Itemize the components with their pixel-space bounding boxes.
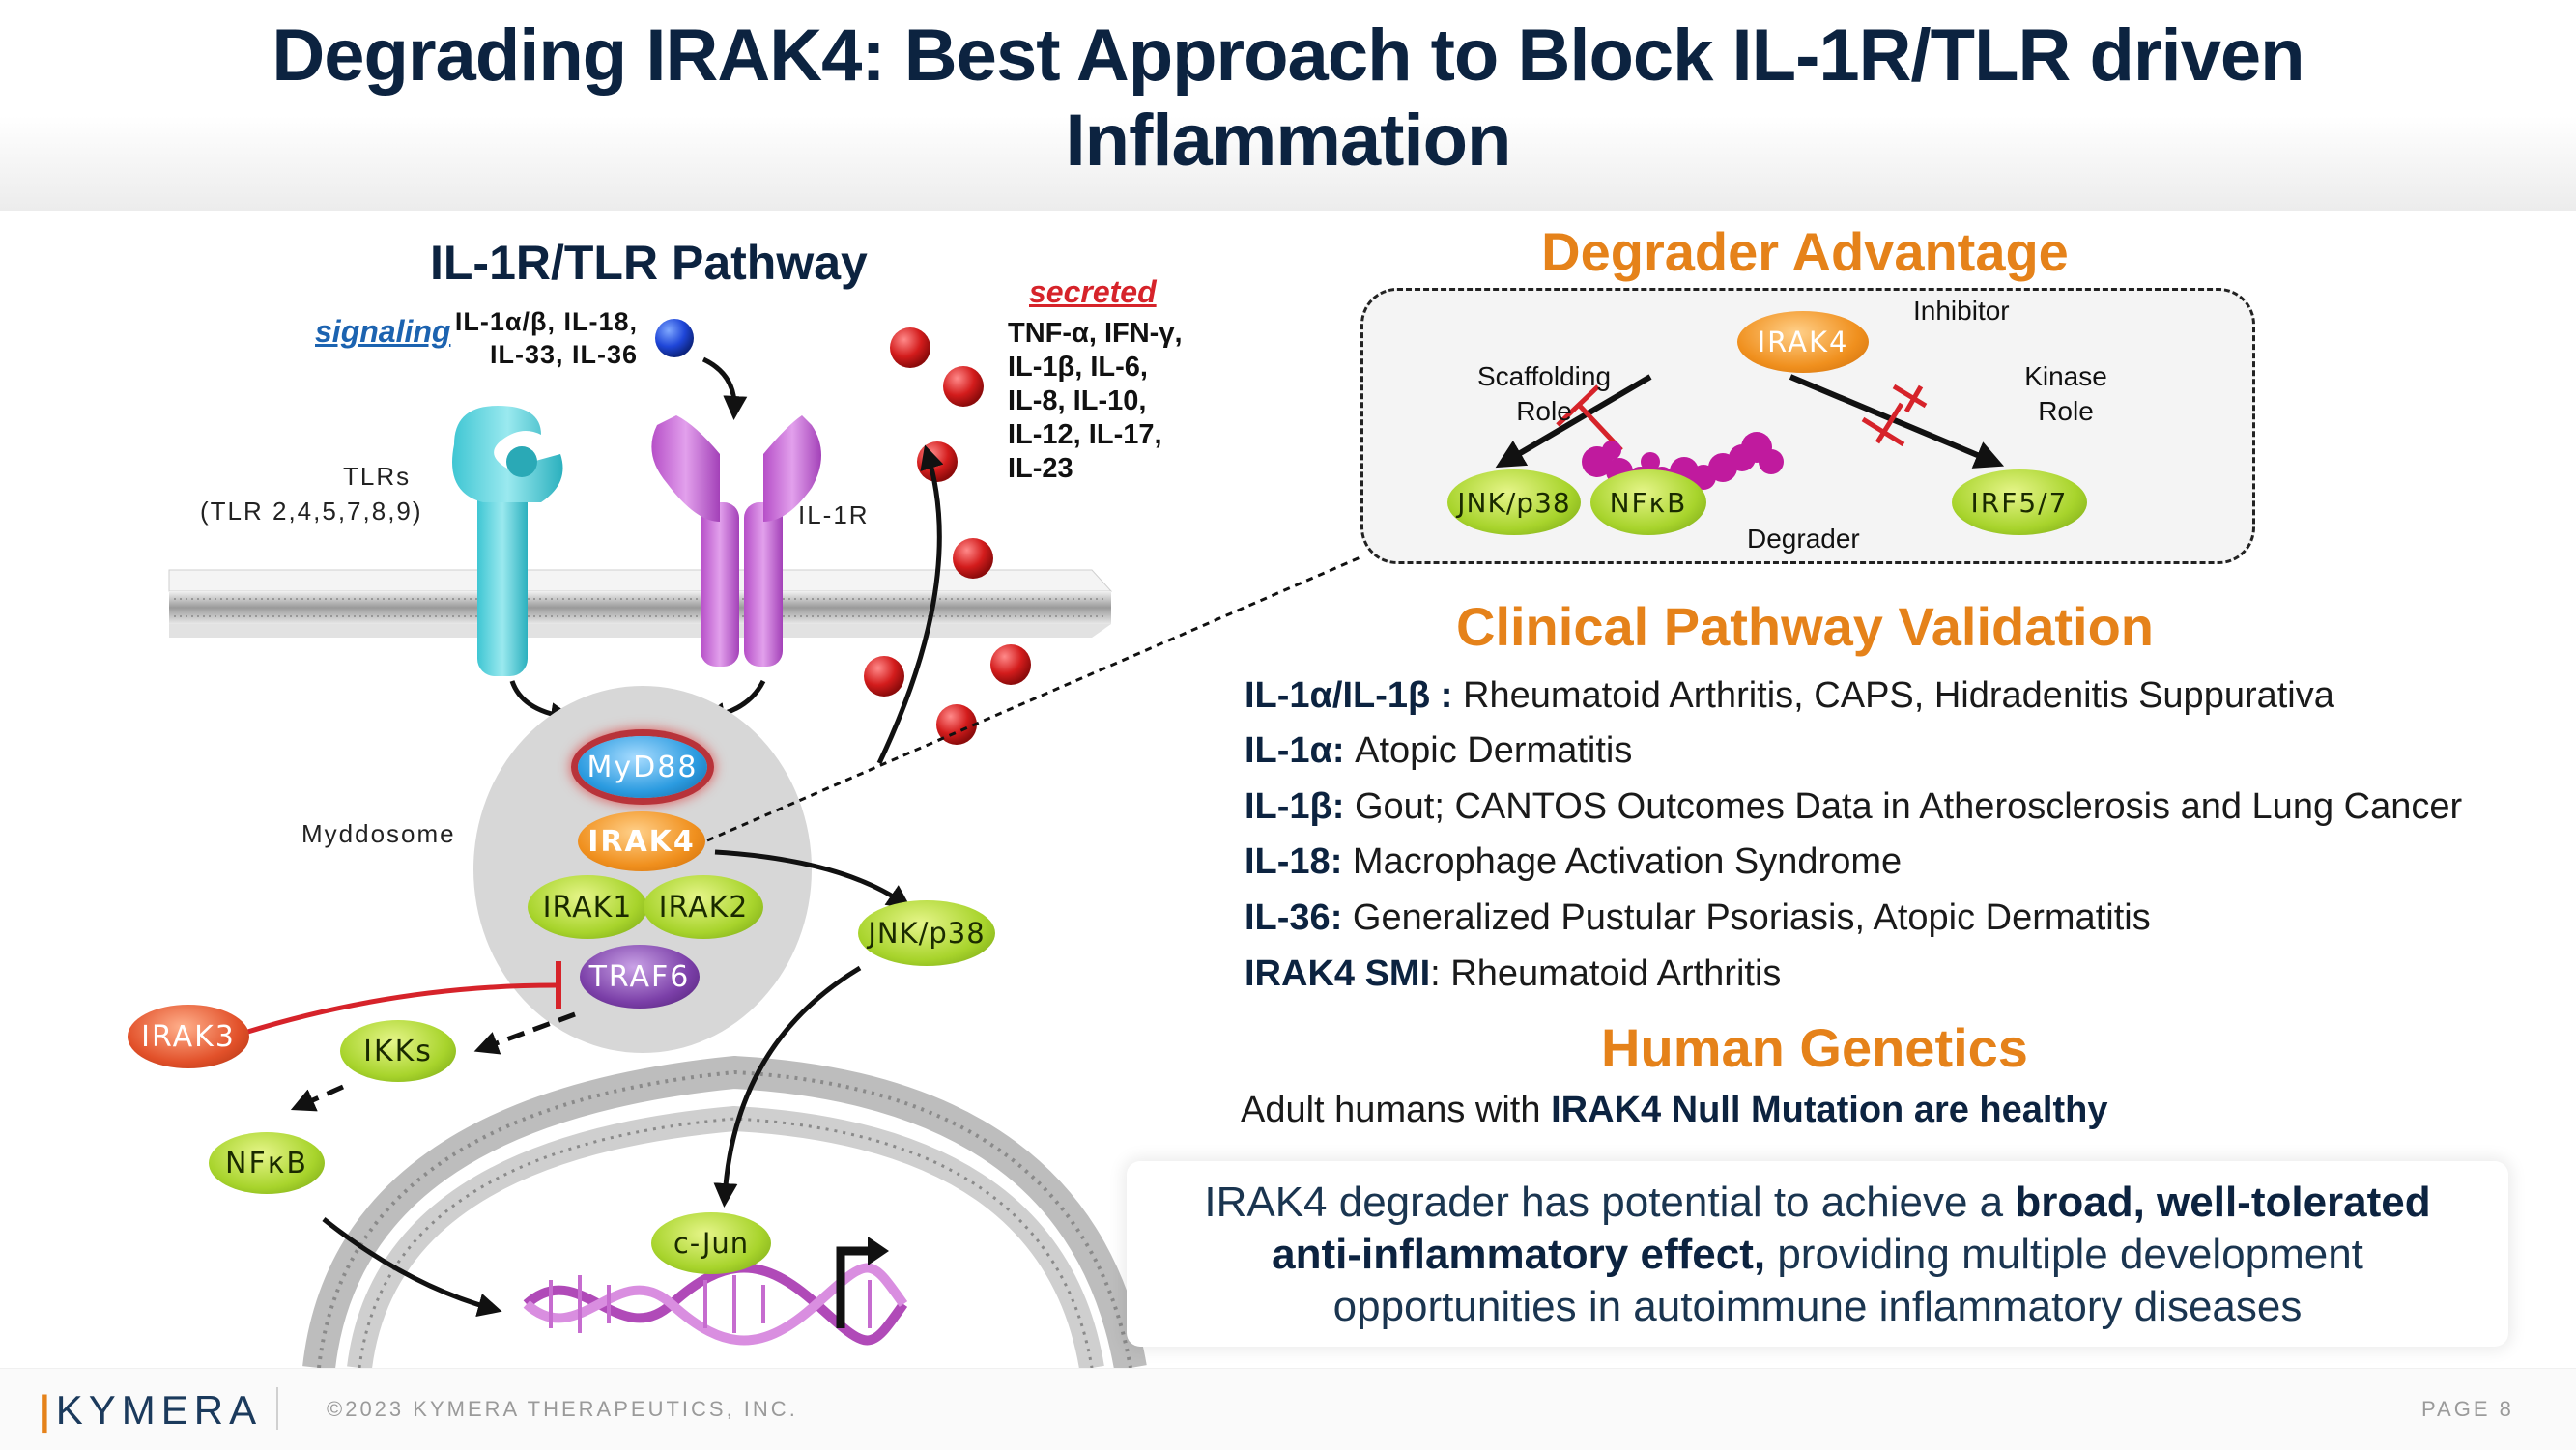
node-jnk-p38: JNK/p38 bbox=[858, 900, 995, 966]
myddosome-label: Myddosome bbox=[301, 819, 456, 848]
summary-text: providing multiple development bbox=[1765, 1231, 2363, 1278]
node-nfkb: NFκB bbox=[209, 1132, 325, 1194]
footer-divider bbox=[276, 1387, 278, 1430]
il1r-receptor bbox=[651, 415, 821, 667]
clinical-indications: : Rheumatoid Arthritis bbox=[1430, 953, 1782, 994]
footer-page-number: PAGE 8 bbox=[2421, 1397, 2514, 1421]
genetics-text: Adult humans with bbox=[1241, 1090, 1552, 1130]
node-irak1: IRAK1 bbox=[528, 875, 647, 939]
summary-box: IRAK4 degrader has potential to achieve … bbox=[1127, 1161, 2508, 1347]
pathway-heading: IL-1R/TLR Pathway bbox=[430, 236, 868, 290]
secretion-arrow bbox=[876, 444, 944, 765]
secreted-cytokine-line: IL-8, IL-10, bbox=[1008, 385, 1147, 416]
tlrs-subtypes-label: (TLR 2,4,5,7,8,9) bbox=[200, 497, 423, 526]
node-irak4: IRAK4 bbox=[578, 811, 705, 871]
cell-membrane bbox=[168, 569, 1113, 638]
page-title-line2: Inflammation bbox=[1065, 100, 1512, 182]
degrader-label: Degrader bbox=[1747, 524, 1860, 554]
secreted-cytokines bbox=[864, 327, 1031, 745]
degrader-advantage-heading: Degrader Advantage bbox=[1541, 221, 2069, 282]
transcription-arrow bbox=[836, 1246, 874, 1328]
title-band bbox=[0, 0, 2576, 211]
tlr-receptor bbox=[452, 406, 563, 676]
clinical-indications: Generalized Pustular Psoriasis, Atopic D… bbox=[1342, 897, 2151, 938]
secreted-label: secreted bbox=[1029, 274, 1157, 309]
clinical-row-il1b: IL-1β: Gout; CANTOS Outcomes Data in Ath… bbox=[1245, 785, 2462, 828]
secreted-cytokine-list: TNF-α, IFN-γ,IL-1β, IL-6,IL-8, IL-10,IL-… bbox=[1008, 317, 1183, 486]
secreted-cytokine-line: TNF-α, IFN-γ, bbox=[1008, 318, 1183, 349]
clinical-row-il1a-il1b: IL-1α/IL-1β : Rheumatoid Arthritis, CAPS… bbox=[1245, 674, 2334, 717]
page-title-line1: Degrading IRAK4: Best Approach to Block … bbox=[272, 14, 2304, 97]
summary-text: IRAK4 degrader has potential to achieve … bbox=[1204, 1179, 2016, 1226]
ligand-ball bbox=[655, 319, 694, 357]
clinical-indications: Rheumatoid Arthritis, CAPS, Hidradenitis… bbox=[1452, 675, 2334, 716]
ikks-nfkb-arrow bbox=[290, 1084, 345, 1112]
kinase-role-label-1: Kinase bbox=[2024, 361, 2107, 391]
logo-mark-icon: | bbox=[39, 1387, 56, 1433]
secreted-cytokine-line: IL-23 bbox=[1008, 453, 1073, 484]
clinical-term: IL-36: bbox=[1245, 897, 1343, 938]
summary-text: opportunities in autoimmune inflammatory… bbox=[1332, 1283, 2303, 1330]
clinical-term: IRAK4 SMI bbox=[1245, 953, 1431, 994]
clinical-indications: Atopic Dermatitis bbox=[1344, 730, 1633, 771]
scaffolding-role-label-1: Scaffolding bbox=[1476, 361, 1612, 391]
node-c-jun: c-Jun bbox=[651, 1212, 771, 1274]
signaling-ligands-line2: IL-33, IL-36 bbox=[489, 340, 638, 369]
kinase-role-label-2: Role bbox=[2038, 396, 2094, 426]
node-ikks: IKKs bbox=[340, 1020, 456, 1082]
clinical-term: IL-18: bbox=[1245, 841, 1343, 882]
human-genetics-heading: Human Genetics bbox=[1601, 1017, 2028, 1078]
clinical-row-il36: IL-36: Generalized Pustular Psoriasis, A… bbox=[1245, 896, 2151, 939]
adv-node-nfkb: NFκB bbox=[1590, 469, 1706, 535]
clinical-row-il1a: IL-1α: Atopic Dermatitis bbox=[1245, 729, 1632, 772]
node-irak3: IRAK3 bbox=[128, 1005, 249, 1068]
adv-node-irf5-7: IRF5/7 bbox=[1952, 469, 2087, 535]
ligand-arrow bbox=[701, 356, 748, 420]
jnk-cjun-arrow bbox=[713, 965, 862, 1208]
clinical-row-il18: IL-18: Macrophage Activation Syndrome bbox=[1245, 840, 1902, 883]
genetics-bold-text: IRAK4 Null Mutation are healthy bbox=[1551, 1090, 2108, 1130]
clinical-validation-heading: Clinical Pathway Validation bbox=[1456, 596, 2154, 657]
irak4-jnk-arrow bbox=[714, 849, 912, 909]
node-irak2: IRAK2 bbox=[644, 875, 763, 939]
il1r-label: IL-1R bbox=[798, 500, 870, 529]
irak3-inhibition-line bbox=[241, 982, 557, 1037]
nucleus-envelope bbox=[302, 1055, 1147, 1368]
secreted-cytokine-line: IL-1β, IL-6, bbox=[1008, 352, 1148, 383]
clinical-indications: Macrophage Activation Syndrome bbox=[1342, 841, 1903, 882]
summary-bold: broad, well-tolerated bbox=[2015, 1179, 2431, 1226]
tlrs-label: TLRs bbox=[343, 462, 412, 491]
signaling-label: signaling bbox=[315, 314, 451, 349]
adv-node-jnk-p38: JNK/p38 bbox=[1447, 469, 1581, 535]
clinical-term: IL-1α: bbox=[1245, 730, 1345, 771]
clinical-indications: Gout; CANTOS Outcomes Data in Atheroscle… bbox=[1344, 786, 2463, 827]
signaling-ligands-line1: IL-1α/β, IL-18, bbox=[454, 307, 638, 336]
node-myd88: MyD88 bbox=[578, 736, 707, 798]
footer-copyright: ©2023 KYMERA THERAPEUTICS, INC. bbox=[327, 1397, 798, 1421]
inhibitor-label: Inhibitor bbox=[1913, 296, 2010, 326]
footer bbox=[0, 1368, 2576, 1450]
clinical-row-irak4-smi: IRAK4 SMI: Rheumatoid Arthritis bbox=[1245, 952, 1781, 995]
scaffolding-role-label-2: Role bbox=[1516, 396, 1572, 426]
kymera-logo: |KYMERA bbox=[39, 1387, 262, 1434]
clinical-term: IL-1β: bbox=[1245, 786, 1345, 827]
summary-bold: anti-inflammatory effect, bbox=[1272, 1231, 1766, 1278]
node-traf6: TRAF6 bbox=[580, 945, 700, 1009]
human-genetics-statement: Adult humans with IRAK4 Null Mutation ar… bbox=[1241, 1090, 2107, 1131]
adv-node-irak4: IRAK4 bbox=[1737, 311, 1869, 373]
clinical-term: IL-1α/IL-1β : bbox=[1245, 675, 1453, 716]
nfkb-dna-arrow bbox=[322, 1217, 502, 1318]
traf6-ikks-arrow bbox=[473, 1011, 576, 1055]
transcription-arrowhead bbox=[868, 1237, 889, 1265]
logo-text: KYMERA bbox=[55, 1387, 263, 1433]
secreted-cytokine-line: IL-12, IL-17, bbox=[1008, 419, 1162, 450]
page-title: Degrading IRAK4: Best Approach to Block … bbox=[0, 14, 2576, 184]
